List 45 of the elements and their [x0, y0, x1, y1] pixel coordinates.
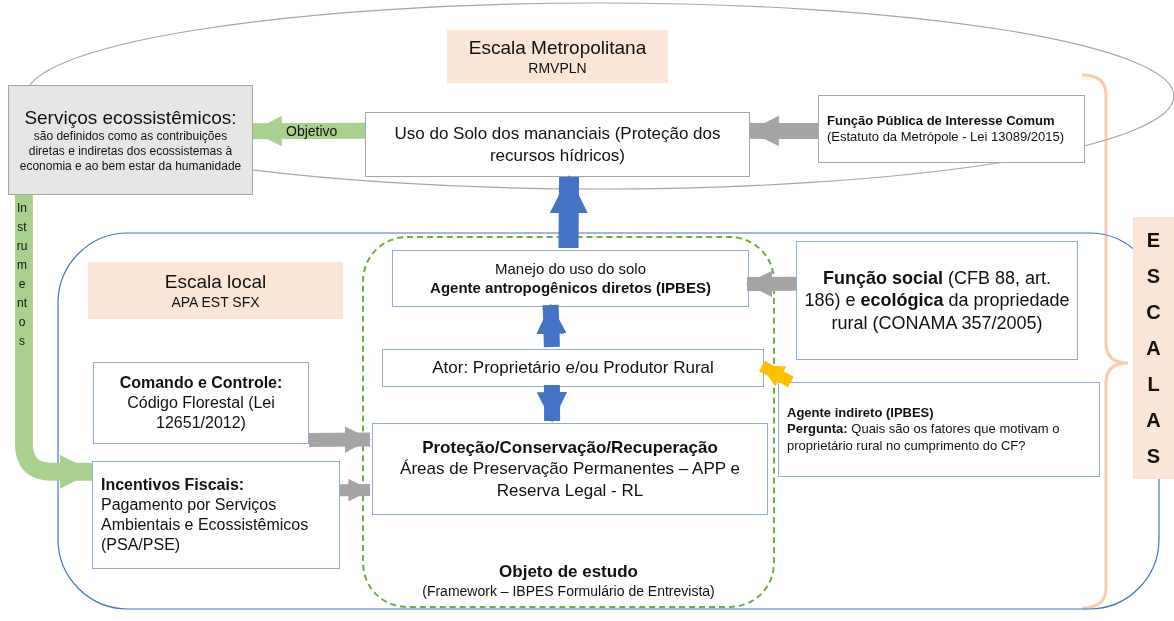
process-box [796, 241, 1078, 360]
box-title: Proteção/Conservação/Recuperação [421, 437, 719, 459]
box-text: Função Pública de Interesse Comum (Estatuto da Metrópole - Lei 13089/2015) [827, 112, 1066, 146]
box-description: são definidos como as contribuições diretas e indiretas dos ecossistemas à economia e ao bem estar da humanidade [18, 129, 243, 175]
box-text: Uso do Solo dos mananciais (Proteção dos recursos hídricos) [393, 123, 722, 166]
region-title: Escala local [164, 269, 267, 294]
process-box [92, 461, 340, 569]
process-box [392, 250, 749, 307]
scale-region [57, 232, 1160, 610]
region-subtitle: APA EST SFX [171, 293, 260, 312]
block-arrow [549, 175, 588, 249]
block-arrow [251, 115, 366, 147]
process-box [365, 112, 750, 177]
block-arrow [748, 115, 819, 147]
edge-label: Instrumentos [16, 200, 28, 350]
box-title: Manejo do uso do solo [494, 259, 647, 279]
box-description: Áreas de Preservação Permanentes – APP e Reserva Legal - RL [399, 458, 741, 501]
study-boundary [362, 236, 775, 608]
region-title: Escala Metropolitana [468, 35, 647, 60]
process-box [93, 362, 309, 444]
box-text: Ator: Proprietário e/ou Produtor Rural [431, 357, 715, 379]
edge-label: Objetivo [286, 122, 338, 140]
process-box [382, 349, 764, 387]
box-text: Função social (CFB 88, art. 186) e ecológica da propriedade rural (CONAMA 357/2005) [803, 266, 1071, 335]
scales-band [1133, 217, 1174, 479]
region-subtitle: RMVPLN [528, 59, 587, 78]
vertical-label: ESCALAS [1145, 228, 1162, 469]
block-arrow [745, 270, 796, 298]
box-description: Pagamento por Serviços Ambientais e Ecossistêmicos (PSA/PSE) [101, 495, 310, 555]
box-title: Comando e Controle: [118, 373, 284, 393]
process-box [818, 95, 1085, 163]
box-description: Código Florestal (Lei 12651/2012) [126, 393, 276, 433]
box-subtitle: Agente antropogênicos diretos (IPBES) [429, 278, 712, 298]
box-title: Serviços ecossistêmicos: [23, 105, 238, 130]
study-title: Objeto de estudo [498, 561, 639, 583]
box-description: Pergunta: Quais são os fatores que motivam o proprietário rural no cumprimento do CF? [787, 421, 1061, 454]
block-arrow [14, 195, 94, 489]
process-box [372, 423, 768, 515]
study-subtitle: (Framework – IBPES Formulário de Entrevista) [421, 582, 716, 600]
process-box [778, 382, 1100, 477]
block-arrow [339, 478, 372, 502]
box-title: Agente indireto (IPBES) [787, 405, 935, 422]
box-title: Incentivos Fiscais: [101, 475, 246, 495]
definition-box [8, 85, 253, 195]
block-arrow [308, 426, 372, 453]
